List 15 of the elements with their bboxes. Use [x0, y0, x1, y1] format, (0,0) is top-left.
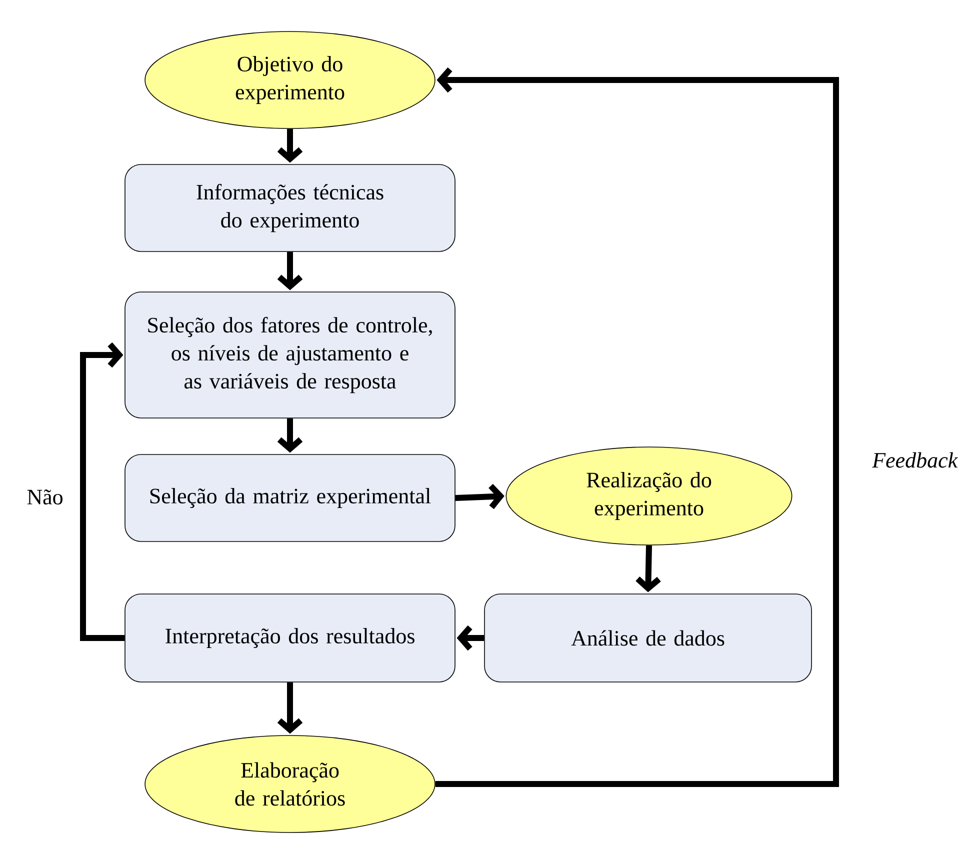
process-box: Informações técnicas do experimento	[124, 164, 456, 252]
arrow	[435, 67, 839, 787]
arrow	[636, 545, 661, 592]
arrow	[455, 484, 504, 510]
arrow	[277, 128, 303, 163]
process-box: Seleção dos fatores de controle, os níveis de ajustamento e as variáveis de resposta	[124, 292, 456, 418]
process-box: Interpretação dos resultados	[124, 594, 456, 682]
edge-label: Feedback	[870, 450, 960, 470]
arrow	[277, 682, 303, 734]
arrow	[277, 252, 303, 290]
process-box: Seleção da matriz experimental	[124, 454, 456, 542]
process-box: Análise de dados	[484, 594, 812, 682]
arrow	[80, 342, 125, 641]
arrow	[277, 418, 303, 453]
edge-label: Não	[25, 488, 65, 506]
